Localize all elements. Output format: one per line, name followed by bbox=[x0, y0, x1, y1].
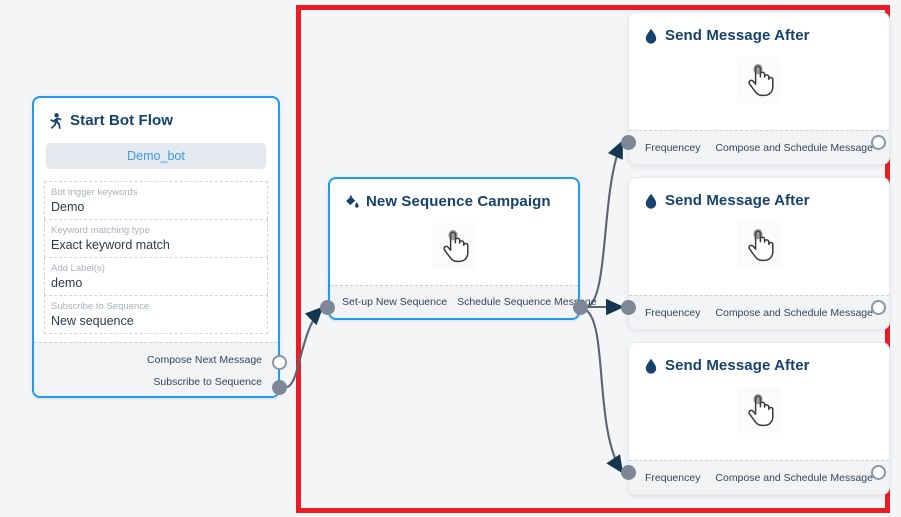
node-title-send-message-after: Send Message After bbox=[629, 178, 889, 209]
field-add-labels[interactable]: Add Label(s) demo bbox=[44, 257, 268, 295]
output-port-schedule-sequence-message[interactable] bbox=[573, 300, 588, 315]
node-title-text: Start Bot Flow bbox=[70, 112, 174, 129]
field-value: New sequence bbox=[51, 314, 134, 328]
field-value: demo bbox=[51, 276, 83, 290]
input-port-frequency-3[interactable] bbox=[621, 465, 636, 480]
field-value: Exact keyword match bbox=[51, 238, 170, 252]
input-port-frequency-1[interactable] bbox=[621, 135, 636, 150]
input-port-label-frequency[interactable]: Frequencey bbox=[645, 471, 701, 484]
node-body-send-message-after bbox=[629, 387, 889, 433]
node-footer-send-message-after: Frequencey Compose and Schedule Message bbox=[629, 460, 889, 494]
bot-selector-pill[interactable]: Demo_bot bbox=[46, 143, 266, 169]
bot-config-fields: Bot trigger keywords Demo Keyword matchi… bbox=[44, 181, 268, 334]
node-send-message-after-1[interactable]: Send Message After Frequencey Compose an… bbox=[628, 12, 890, 165]
output-port-compose-and-schedule-message-1[interactable] bbox=[871, 135, 886, 150]
node-title-text: Send Message After bbox=[665, 192, 810, 209]
field-subscribe-to-sequence[interactable]: Subscribe to Sequence New sequence bbox=[44, 295, 268, 334]
running-person-icon bbox=[48, 112, 63, 129]
bot-name-label: Demo_bot bbox=[127, 149, 185, 163]
node-footer-new-sequence-campaign: Set-up New Sequence Schedule Sequence Me… bbox=[330, 285, 597, 318]
node-title-send-message-after: Send Message After bbox=[629, 13, 889, 44]
input-port-label-setup-new-sequence[interactable]: Set-up New Sequence bbox=[342, 296, 448, 308]
output-port-subscribe-to-sequence[interactable] bbox=[272, 380, 287, 395]
water-drop-icon bbox=[643, 192, 658, 209]
node-title-send-message-after: Send Message After bbox=[629, 343, 889, 374]
hand-pointer-cursor-icon bbox=[432, 223, 476, 269]
node-footer-send-message-after: Frequencey Compose and Schedule Message bbox=[629, 295, 889, 329]
output-port-label-schedule-sequence-message[interactable]: Schedule Sequence Message bbox=[457, 296, 597, 308]
node-footer-start-bot-flow: Compose Next Message Subscribe to Sequen… bbox=[34, 342, 278, 396]
output-port-compose-next-message[interactable] bbox=[272, 355, 287, 370]
node-body-new-sequence-campaign bbox=[330, 223, 578, 269]
paint-pour-icon bbox=[344, 193, 359, 210]
node-body-send-message-after bbox=[629, 222, 889, 268]
node-body-send-message-after bbox=[629, 57, 889, 103]
output-port-label-subscribe-to-sequence[interactable]: Subscribe to Sequence bbox=[153, 376, 262, 388]
node-title-text: New Sequence Campaign bbox=[366, 193, 551, 210]
node-send-message-after-2[interactable]: Send Message After Frequencey Compose an… bbox=[628, 177, 890, 330]
hand-pointer-cursor-icon bbox=[737, 222, 781, 268]
output-port-compose-and-schedule-message-2[interactable] bbox=[871, 300, 886, 315]
output-port-label-compose-and-schedule-message[interactable]: Compose and Schedule Message bbox=[715, 471, 873, 484]
field-label: Add Label(s) bbox=[51, 263, 105, 274]
output-port-label-compose-and-schedule-message[interactable]: Compose and Schedule Message bbox=[715, 141, 873, 154]
hand-pointer-cursor-icon bbox=[737, 387, 781, 433]
field-label: Subscribe to Sequence bbox=[51, 301, 150, 312]
edge-sequence-to-message-3 bbox=[585, 309, 624, 474]
field-keyword-matching-type[interactable]: Keyword matching type Exact keyword matc… bbox=[44, 219, 268, 257]
input-port-frequency-2[interactable] bbox=[621, 300, 636, 315]
field-bot-trigger-keywords[interactable]: Bot trigger keywords Demo bbox=[44, 181, 268, 219]
input-port-setup-new-sequence[interactable] bbox=[320, 300, 335, 315]
node-title-text: Send Message After bbox=[665, 27, 810, 44]
node-new-sequence-campaign[interactable]: New Sequence Campaign Set-up New Sequenc… bbox=[328, 177, 597, 320]
field-label: Bot trigger keywords bbox=[51, 187, 138, 198]
edge-start-to-sequence bbox=[286, 306, 324, 389]
hand-pointer-cursor-icon bbox=[737, 57, 781, 103]
output-port-label-compose-and-schedule-message[interactable]: Compose and Schedule Message bbox=[715, 306, 873, 319]
input-port-label-frequency[interactable]: Frequencey bbox=[645, 306, 701, 319]
output-port-label-compose-next-message[interactable]: Compose Next Message bbox=[147, 354, 262, 366]
node-start-bot-flow[interactable]: Start Bot Flow Demo_bot Bot trigger keyw… bbox=[32, 96, 280, 398]
node-title-new-sequence-campaign: New Sequence Campaign bbox=[330, 179, 578, 210]
water-drop-icon bbox=[643, 357, 658, 374]
field-label: Keyword matching type bbox=[51, 225, 150, 236]
node-title-text: Send Message After bbox=[665, 357, 810, 374]
node-footer-send-message-after: Frequencey Compose and Schedule Message bbox=[629, 130, 889, 164]
water-drop-icon bbox=[643, 27, 658, 44]
input-port-label-frequency[interactable]: Frequencey bbox=[645, 141, 701, 154]
node-title-start-bot-flow: Start Bot Flow bbox=[34, 98, 278, 129]
output-port-compose-and-schedule-message-3[interactable] bbox=[871, 465, 886, 480]
field-value: Demo bbox=[51, 200, 85, 214]
node-send-message-after-3[interactable]: Send Message After Frequencey Compose an… bbox=[628, 342, 890, 495]
edge-sequence-to-message-1 bbox=[585, 140, 623, 309]
